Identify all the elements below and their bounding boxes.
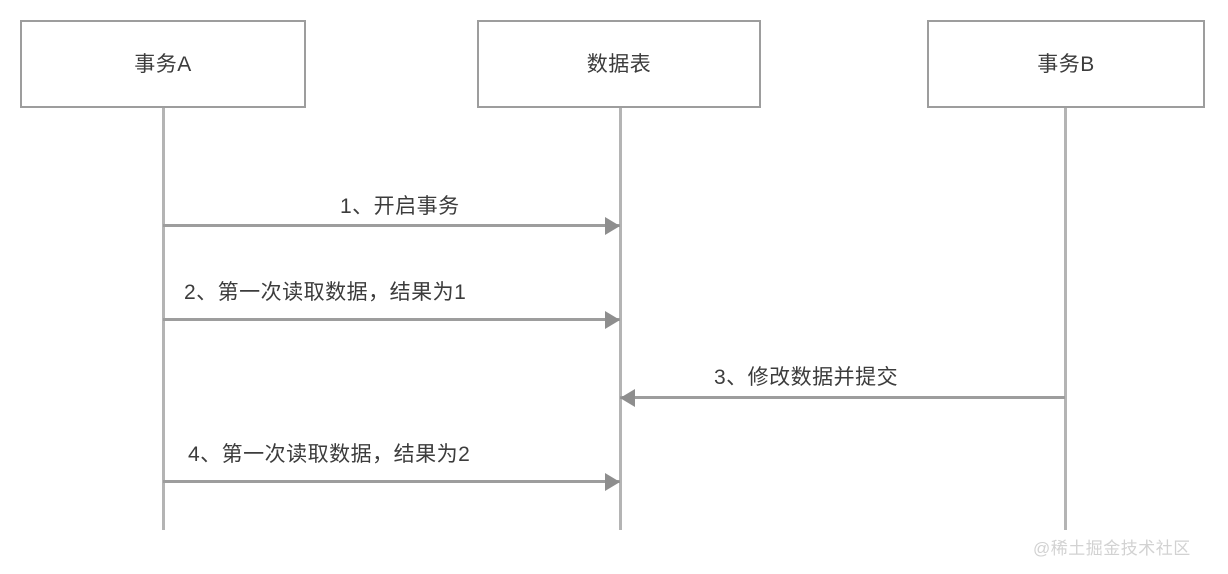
message-label-1: 1、开启事务: [340, 195, 460, 218]
message-label-2: 2、第一次读取数据，结果为1: [184, 281, 467, 304]
participant-box-txn-b[interactable]: 事务B: [927, 20, 1205, 108]
participant-label-txn-b: 事务B: [1037, 52, 1095, 76]
message-line-1: [163, 224, 620, 227]
participant-label-data-table: 数据表: [586, 52, 652, 76]
arrowhead-left-icon-3: [620, 389, 635, 407]
arrowhead-right-icon-2: [605, 311, 620, 329]
message-line-3: [620, 396, 1065, 399]
participant-box-txn-a[interactable]: 事务A: [20, 20, 306, 108]
lifeline-txn-b: [1064, 108, 1067, 530]
message-label-3: 3、修改数据并提交: [714, 366, 899, 389]
arrowhead-right-icon-4: [605, 473, 620, 491]
message-label-4: 4、第一次读取数据，结果为2: [188, 443, 471, 466]
message-line-2: [163, 318, 620, 321]
participant-box-data-table[interactable]: 数据表: [477, 20, 761, 108]
arrowhead-right-icon-1: [605, 217, 620, 235]
lifeline-data-table: [619, 108, 622, 530]
message-line-4: [163, 480, 620, 483]
participant-label-txn-a: 事务A: [134, 52, 192, 76]
watermark-text: @稀土掘金技术社区: [1033, 539, 1191, 558]
